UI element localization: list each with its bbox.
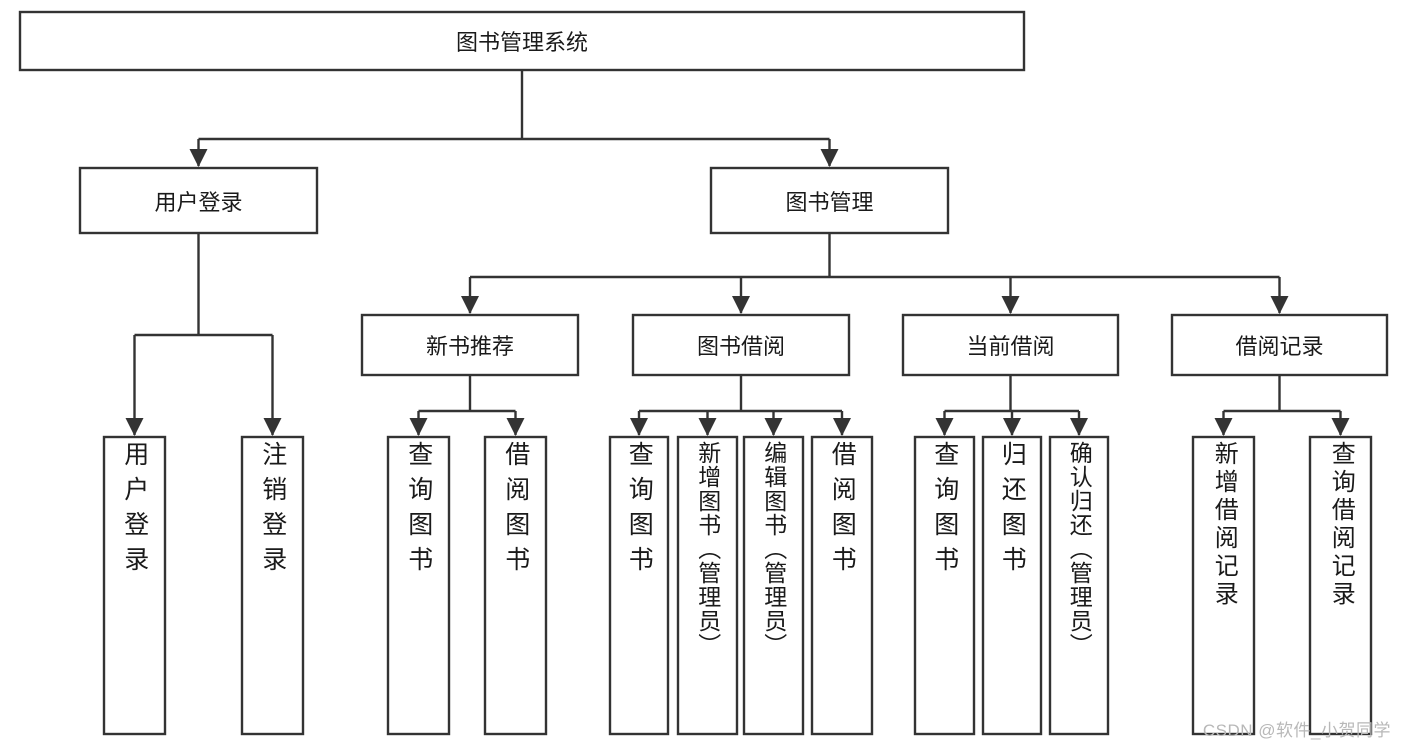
node-leaf-10[interactable] [1048, 435, 1110, 736]
arrow-图书借阅-leaf-3 [833, 418, 851, 436]
arrow-books-to-level3-2 [1001, 296, 1020, 314]
arrow-图书借阅-leaf-2 [764, 418, 783, 436]
arrow-图书借阅-leaf-1 [698, 418, 717, 436]
node-leaf-11[interactable] [1191, 435, 1256, 736]
arrow-当前借阅-leaf-1 [1003, 418, 1021, 436]
arrow-新书推荐-leaf-0 [409, 418, 428, 436]
node-level3-0[interactable] [360, 313, 580, 377]
arrow-当前借阅-leaf-0 [935, 418, 954, 436]
node-level2-1[interactable] [709, 166, 950, 235]
arrow-图书借阅-leaf-0 [630, 418, 648, 436]
node-leaf-2[interactable] [386, 435, 451, 736]
arrow-books-to-level3-3 [1270, 296, 1289, 314]
arrow-root-to-level2-0 [189, 149, 208, 167]
arrow-用户登录-leaf-1 [263, 418, 282, 436]
arrow-用户登录-leaf-0 [125, 418, 144, 436]
arrow-借阅记录-leaf-0 [1214, 418, 1233, 436]
node-root[interactable] [18, 10, 1026, 72]
connector-layer [125, 70, 1350, 436]
node-leaf-1[interactable] [240, 435, 305, 736]
node-layer [18, 10, 1389, 736]
node-level3-2[interactable] [901, 313, 1120, 377]
node-level2-0[interactable] [78, 166, 319, 235]
node-leaf-9[interactable] [981, 435, 1043, 736]
arrow-books-to-level3-1 [732, 296, 750, 314]
arrow-books-to-level3-0 [461, 296, 479, 314]
node-leaf-4[interactable] [608, 435, 670, 736]
node-leaf-8[interactable] [913, 435, 976, 736]
node-leaf-3[interactable] [483, 435, 548, 736]
node-leaf-0[interactable] [102, 435, 167, 736]
node-leaf-6[interactable] [742, 435, 805, 736]
node-level3-1[interactable] [631, 313, 851, 377]
arrow-新书推荐-leaf-1 [506, 418, 525, 436]
node-level3-3[interactable] [1170, 313, 1389, 377]
arrow-root-to-level2-1 [820, 149, 839, 167]
arrow-借阅记录-leaf-1 [1331, 418, 1350, 436]
node-leaf-12[interactable] [1308, 435, 1373, 736]
arrow-当前借阅-leaf-2 [1070, 418, 1088, 436]
node-leaf-5[interactable] [676, 435, 739, 736]
node-leaf-7[interactable] [810, 435, 874, 736]
